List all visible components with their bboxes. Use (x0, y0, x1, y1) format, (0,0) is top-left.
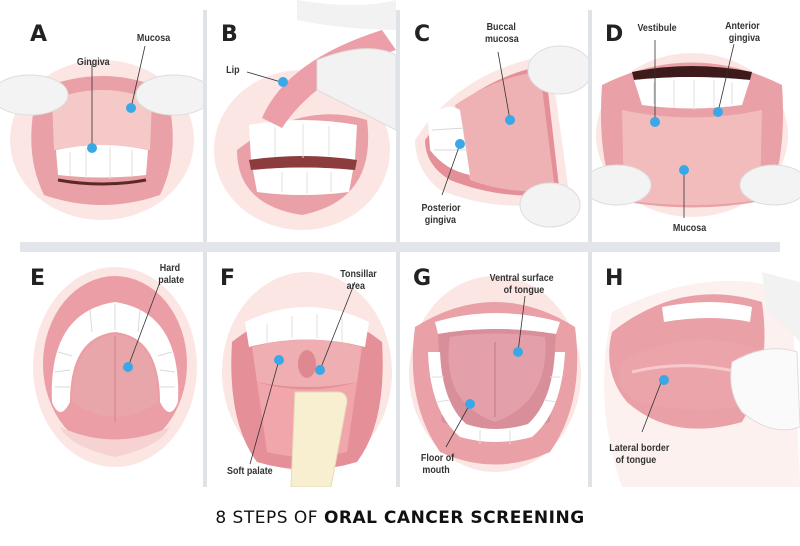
soft-palate-tonsils-illustration (222, 272, 392, 487)
marker-anterior-gingiva (713, 107, 723, 117)
panel-d: D Vestibule Anterior gingiva Mucosa (592, 0, 800, 242)
title-emphasis: ORAL CANCER SCREENING (323, 508, 585, 528)
label-mucosa: Mucosa (672, 222, 707, 234)
marker-soft-palate (274, 355, 284, 365)
title-prefix: 8 STEPS OF (215, 508, 324, 528)
panel-h: H Lateral border of tongue (592, 252, 800, 487)
panel-b: B Lip (207, 0, 396, 242)
label-ventral-surface-line2: of tongue (503, 284, 545, 296)
label-floor-of-mouth-line2: mouth (422, 464, 450, 476)
lateral-tongue-illustration (604, 272, 800, 487)
marker-ventral-tongue (513, 347, 523, 357)
label-buccal-mucosa-line2: mucosa (484, 33, 519, 45)
step-letter: C (414, 22, 430, 47)
label-anterior-gingiva-line1: Anterior (725, 20, 760, 32)
marker-mucosa (126, 103, 136, 113)
divider (203, 252, 207, 487)
marker-hard-palate (123, 362, 133, 372)
page-title: 8 STEPS OF ORAL CANCER SCREENING (0, 508, 800, 528)
label-tonsillar-area-line2: area (346, 280, 365, 292)
lower-lip-eversion-illustration (592, 40, 800, 218)
label-tonsillar-area-line1: Tonsillar (340, 268, 377, 280)
label-soft-palate: Soft palate (227, 465, 273, 477)
marker-mucosa (679, 165, 689, 175)
screening-grid: A Gingiva Mucosa B Lip (0, 0, 800, 487)
marker-buccal-mucosa (505, 115, 515, 125)
upper-lip-eversion-illustration (0, 45, 203, 220)
label-floor-of-mouth-line1: Floor of (420, 452, 455, 464)
divider (588, 252, 592, 487)
marker-vestibule (650, 117, 660, 127)
label-gingiva: Gingiva (76, 56, 110, 68)
step-letter: B (221, 22, 238, 47)
marker-lip (278, 77, 288, 87)
step-letter: F (220, 266, 235, 291)
step-letter: E (30, 266, 45, 291)
marker-tonsillar-area (315, 365, 325, 375)
lip-inspection-illustration (214, 0, 396, 230)
divider (396, 10, 400, 242)
divider (396, 252, 400, 487)
label-vestibule: Vestibule (637, 22, 677, 34)
panel-g: G Ventral surface of tongue Floor of mou… (400, 252, 588, 487)
label-posterior-gingiva-line2: gingiva (424, 214, 457, 226)
divider (588, 10, 592, 242)
marker-posterior-gingiva (455, 139, 465, 149)
panel-a: A Gingiva Mucosa (0, 0, 203, 242)
panel-e: E Hard palate (0, 252, 203, 487)
label-lip: Lip (226, 64, 240, 76)
label-lateral-border-line1: Lateral border (609, 442, 670, 454)
label-ventral-surface-line1: Ventral surface (489, 272, 554, 284)
buccal-mucosa-illustration (415, 45, 588, 228)
marker-floor-of-mouth (465, 399, 475, 409)
label-anterior-gingiva-line2: gingiva (728, 32, 761, 44)
step-letter: D (605, 22, 623, 47)
row-divider (20, 242, 780, 252)
label-mucosa: Mucosa (136, 32, 171, 44)
marker-lateral-border (659, 375, 669, 385)
label-posterior-gingiva-line1: Posterior (421, 202, 461, 214)
step-letter: H (605, 266, 623, 291)
divider (203, 10, 207, 242)
hard-palate-illustration (33, 267, 197, 467)
label-lateral-border-line2: of tongue (615, 454, 657, 466)
label-hard-palate-line1: Hard (159, 262, 181, 274)
panel-c: C Buccal mucosa Posterior gingiva (400, 0, 588, 242)
step-letter: G (413, 266, 431, 291)
label-hard-palate-line2: palate (158, 274, 185, 286)
ventral-tongue-illustration (409, 276, 581, 472)
step-letter: A (30, 22, 47, 47)
panel-f: F Tonsillar area Soft palate (207, 252, 396, 487)
marker-gingiva (87, 143, 97, 153)
label-buccal-mucosa-line1: Buccal (486, 21, 516, 33)
